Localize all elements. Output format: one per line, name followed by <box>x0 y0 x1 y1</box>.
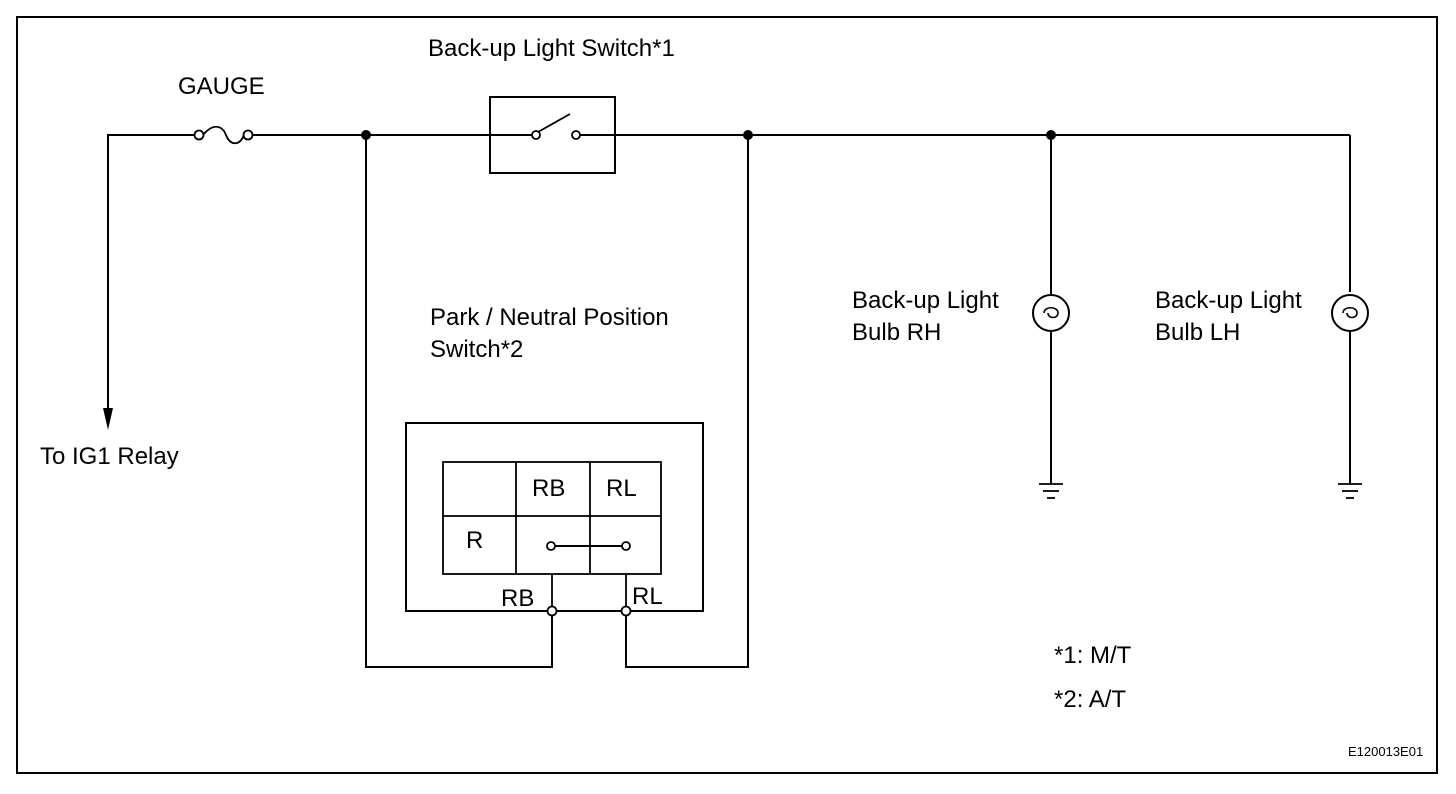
terminal-rl <box>620 605 632 617</box>
table-header-rl: RL <box>606 475 637 502</box>
to-ig1-label: To IG1 Relay <box>40 443 179 470</box>
bulb-rh-label-line2: Bulb RH <box>852 319 941 346</box>
ig1-wire <box>103 134 197 430</box>
note-1: *1: M/T <box>1054 642 1132 669</box>
park-neutral-switch <box>405 422 704 617</box>
gauge-fuse <box>193 125 254 145</box>
backup-light-switch <box>489 96 616 174</box>
bulb-icon <box>1331 294 1369 332</box>
bulb-rh-label-line1: Back-up Light <box>852 287 999 314</box>
table-row-r: R <box>466 527 483 554</box>
pnp-switch-label-line2: Switch*2 <box>430 336 523 363</box>
terminal-rb-label: RB <box>501 585 534 612</box>
bulb-lh-label-line2: Bulb LH <box>1155 319 1240 346</box>
bulb-icon <box>1032 294 1070 332</box>
diagram-frame <box>16 16 1438 774</box>
bulb-lh-label-line1: Back-up Light <box>1155 287 1302 314</box>
gauge-label: GAUGE <box>178 73 265 100</box>
pnp-wire-left <box>365 135 553 668</box>
backup-switch-label: Back-up Light Switch*1 <box>428 35 675 62</box>
table-header-rb: RB <box>532 475 565 502</box>
bulb-rh <box>1032 135 1070 499</box>
note-2: *2: A/T <box>1054 686 1126 713</box>
pnp-switch-label-line1: Park / Neutral Position <box>430 304 669 331</box>
bulb-lh <box>1331 294 1369 499</box>
arrow-down-icon <box>103 408 113 430</box>
pnp-wire-right <box>625 135 749 668</box>
terminal-rl-label: RL <box>632 583 663 610</box>
figure-id: E120013E01 <box>1348 744 1423 759</box>
terminal-rb <box>546 605 558 617</box>
